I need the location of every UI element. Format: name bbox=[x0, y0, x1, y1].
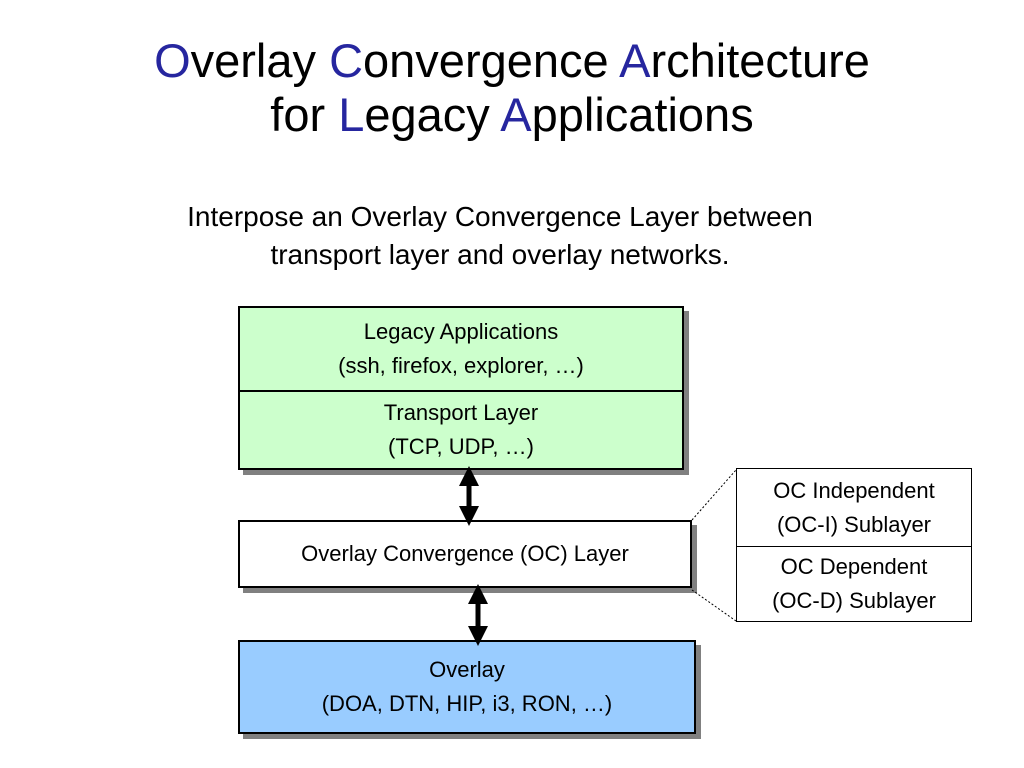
subtitle-line-2: transport layer and overlay networks. bbox=[270, 239, 730, 270]
zoom-line-top bbox=[691, 469, 737, 521]
title-line-2: for Legacy Applications bbox=[0, 88, 1024, 142]
oc-layer-label: Overlay Convergence (OC) Layer bbox=[301, 541, 629, 566]
oc-dependent-abbrev: (OC-D) Sublayer bbox=[772, 588, 936, 613]
title-initial: C bbox=[329, 34, 364, 87]
oc-sublayers-box: OC Independent (OC-I) Sublayer OC Depend… bbox=[736, 468, 972, 622]
title-word: pplications bbox=[531, 88, 754, 141]
legacy-transport-stack: Legacy Applications (ssh, firefox, explo… bbox=[238, 306, 684, 470]
overlay-box: Overlay (DOA, DTN, HIP, i3, RON, …) bbox=[238, 640, 696, 734]
slide-title: Overlay Convergence Architecture for Leg… bbox=[0, 34, 1024, 142]
transport-layer-label: Transport Layer bbox=[383, 400, 539, 425]
title-initial: L bbox=[338, 88, 365, 141]
oc-independent-abbrev: (OC-I) Sublayer bbox=[776, 511, 932, 537]
overlay-label: Overlay bbox=[429, 657, 505, 682]
oc-dependent-sublayer: OC Dependent (OC-D) Sublayer bbox=[737, 547, 971, 621]
title-initial: A bbox=[619, 34, 651, 87]
title-word: verlay bbox=[190, 34, 330, 87]
oc-layer-box: Overlay Convergence (OC) Layer bbox=[238, 520, 692, 588]
legacy-applications-label: Legacy Applications bbox=[363, 319, 559, 344]
title-initial: A bbox=[500, 88, 532, 141]
legacy-applications-examples: (ssh, firefox, explorer, …) bbox=[338, 353, 584, 378]
overlay-examples: (DOA, DTN, HIP, i3, RON, …) bbox=[321, 691, 613, 716]
oc-dependent-label: OC Dependent bbox=[780, 554, 928, 579]
title-word: for bbox=[270, 88, 339, 141]
transport-layer-box: Transport Layer (TCP, UDP, …) bbox=[240, 392, 682, 468]
transport-layer-examples: (TCP, UDP, …) bbox=[388, 434, 534, 459]
slide-subtitle: Interpose an Overlay Convergence Layer b… bbox=[0, 198, 1000, 274]
oc-independent-sublayer: OC Independent (OC-I) Sublayer bbox=[737, 469, 971, 547]
title-word: egacy bbox=[364, 88, 501, 141]
oc-independent-label: OC Independent bbox=[773, 477, 935, 503]
title-word: onvergence bbox=[363, 34, 620, 87]
legacy-applications-box: Legacy Applications (ssh, firefox, explo… bbox=[240, 308, 682, 392]
title-word: rchitecture bbox=[650, 34, 870, 87]
title-initial: O bbox=[154, 34, 191, 87]
zoom-line-bottom bbox=[691, 589, 737, 622]
subtitle-line-1: Interpose an Overlay Convergence Layer b… bbox=[187, 201, 813, 232]
title-line-1: Overlay Convergence Architecture bbox=[0, 34, 1024, 88]
